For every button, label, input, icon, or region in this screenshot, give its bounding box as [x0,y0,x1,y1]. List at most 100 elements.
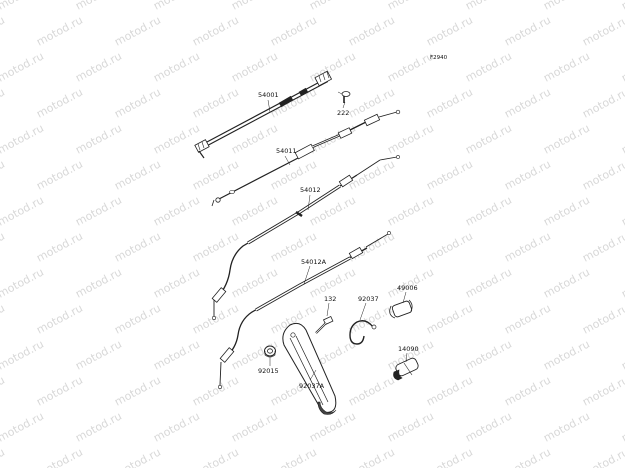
watermark-text: motod.ru [502,229,553,264]
watermark-text: motod.ru [190,85,241,120]
watermark-text: motod.ru [73,49,124,84]
watermark-text: motod.ru [34,301,85,336]
holder-49006[interactable] [389,299,413,319]
watermark-text: motod.ru [619,0,625,13]
watermark-text: motod.ru [151,49,202,84]
watermark-text: motod.ru [73,265,124,300]
watermark-text: motod.ru [112,13,163,48]
watermark-text: motod.ru [463,337,514,372]
cover-14090[interactable] [393,357,420,381]
watermark-text: motod.ru [190,13,241,48]
watermark-text: motod.ru [0,265,46,300]
watermark-text: motod.ru [541,337,592,372]
label-222: 222 [337,109,349,117]
watermark-text: motod.ru [112,85,163,120]
label-54001: 54001 [258,91,279,99]
watermark-text: motod.ru [385,121,436,156]
watermark-text: motod.ru [0,0,46,13]
watermark-text: motod.ru [580,13,625,48]
watermark-text: motod.ru [385,193,436,228]
diagram-code: F2940 [430,55,448,61]
watermark-text: motod.ru [502,13,553,48]
watermark-text: motod.ru [73,121,124,156]
watermark-text: motod.ru [541,121,592,156]
watermark-text: motod.ru [424,445,475,468]
watermark-text: motod.ru [73,193,124,228]
watermark-text: motod.ru [73,409,124,444]
watermark-text: motod.ru [385,0,436,13]
watermark-text: motod.ru [229,49,280,84]
label-54012: 54012 [300,186,321,194]
watermark-text: motod.ru [0,445,7,468]
watermark-text: motod.ru [346,373,397,408]
watermark-text: motod.ru [0,409,46,444]
leader-lines [267,99,408,381]
watermark-text: motod.ru [619,409,625,444]
watermark-text: motod.ru [619,49,625,84]
watermark-text: motod.ru [541,265,592,300]
watermark-text: motod.ru [502,301,553,336]
watermark-text: motod.ru [190,445,241,468]
watermark-text: motod.ru [541,0,592,13]
watermark-text: motod.ru [580,301,625,336]
watermark-text: motod.ru [424,229,475,264]
watermark-text: motod.ru [229,265,280,300]
watermark-text: motod.ru [229,193,280,228]
watermark-text: motod.ru [229,0,280,13]
watermark-text: motod.ru [307,409,358,444]
watermark-text: motod.ru [34,85,85,120]
watermark-text: motod.ru [463,0,514,13]
watermark-text: motod.ru [346,301,397,336]
cable-54012[interactable] [211,155,400,320]
watermark-text: motod.ru [73,337,124,372]
clamp-92037[interactable] [349,320,377,345]
watermark-text: motod.ru [619,121,625,156]
watermark-text: motod.ru [541,409,592,444]
bolt-132[interactable] [315,315,334,334]
watermark-text: motod.ru [424,85,475,120]
watermark-text: motod.ru [0,85,7,120]
watermark-text: motod.ru [229,409,280,444]
label-54012A: 54012A [301,258,327,266]
speedometer-cable[interactable] [194,70,333,159]
watermark-text: motod.ru [463,49,514,84]
watermark-text: motod.ru [112,301,163,336]
watermark-text: motod.ru [112,445,163,468]
screw-222[interactable] [337,91,351,104]
watermark-text: motod.ru [463,409,514,444]
watermark-text: motod.ru [34,229,85,264]
watermark-text: motod.ru [502,85,553,120]
watermark-text: motod.ru [385,409,436,444]
watermark-text: motod.ru [151,0,202,13]
label-92037A: 92037A [299,382,325,390]
watermark-text: motod.ru [346,85,397,120]
throttle-cable[interactable] [211,109,401,207]
watermark-text: motod.ru [34,373,85,408]
bracket-92037A[interactable] [282,322,337,415]
watermark-text: motod.ru [619,337,625,372]
watermark-text: motod.ru [463,193,514,228]
watermark-text: motod.ru [190,157,241,192]
label-132: 132 [324,295,336,303]
watermark-text: motod.ru [619,193,625,228]
watermark-text: motod.ru [0,337,46,372]
watermark-text: motod.ru [307,0,358,13]
watermark-text: motod.ru [502,157,553,192]
label-92037: 92037 [358,295,379,303]
cable-54012A[interactable] [218,231,391,389]
watermark-text: motod.ru [112,229,163,264]
watermark-text: motod.ru [424,13,475,48]
watermark-text: motod.ru [151,193,202,228]
watermark-text: motod.ru [151,337,202,372]
watermark-text: motod.ru [151,121,202,156]
watermark-text: motod.ru [502,373,553,408]
watermark-text: motod.ru [0,373,7,408]
watermark-text: motod.ru [580,229,625,264]
watermark-text: motod.ru [34,157,85,192]
nut-92015[interactable] [264,345,276,358]
watermark-text: motod.ru [346,157,397,192]
watermark-text: motod.ru [0,229,7,264]
watermark-text: motod.ru [112,373,163,408]
watermark-text: motod.ru [0,13,7,48]
